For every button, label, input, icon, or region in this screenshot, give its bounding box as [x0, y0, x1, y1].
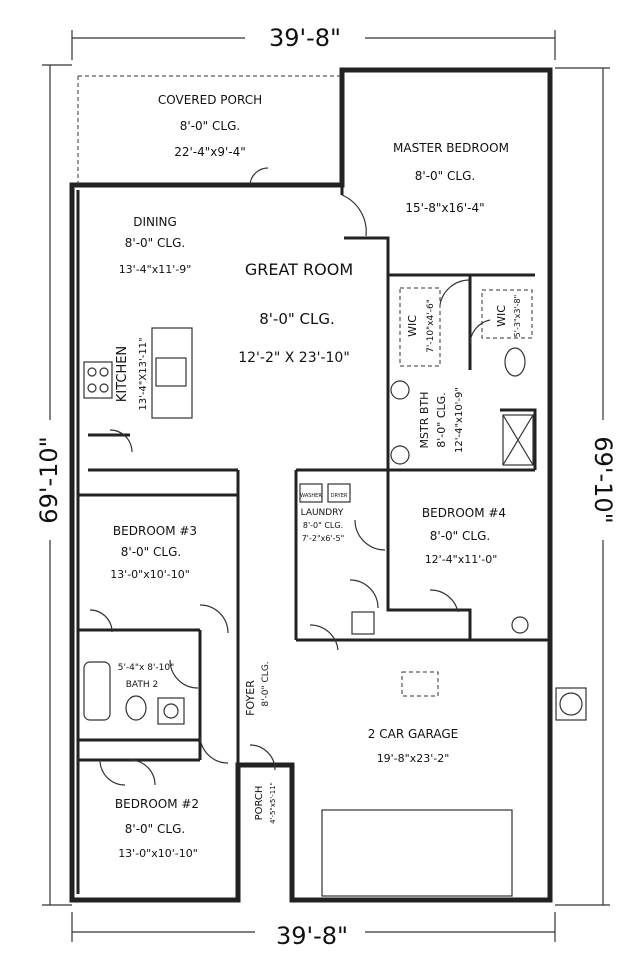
water-heater [351, 611, 375, 635]
covered-porch-ceiling: 8'-0" CLG. [180, 119, 240, 133]
room-laundry: WASHER DRYER LAUNDRY 8'-0" CLG. 7'-2"x6'… [300, 493, 348, 543]
kitchen-size: 13'-4"X13'-11" [138, 337, 149, 410]
foyer-name: FOYER [244, 680, 257, 716]
wic-1-size: 7'-10"x4'-6" [426, 299, 436, 353]
closet-wic-1 [399, 287, 441, 367]
dryer-icon [327, 483, 351, 503]
foyer-ceiling: 8'-0" CLG. [261, 661, 271, 706]
dining-size: 13'-4"x11'-9" [119, 263, 192, 276]
great-room-name: GREAT ROOM [245, 260, 353, 279]
wic-2-size: 5'-3"x3'-8" [513, 295, 522, 338]
great-room-size: 12'-2" X 23'-10" [238, 350, 350, 366]
interior-walls [78, 185, 550, 900]
dimension-left: 69'-10" [35, 436, 63, 523]
master-sink-2 [390, 445, 410, 465]
room-garage: 2 CAR GARAGE 19'-8"x23'-2" [368, 727, 458, 765]
bedroom-4-ceiling: 8'-0" CLG. [430, 529, 490, 543]
master-toilet [504, 347, 526, 377]
cooktop [83, 361, 113, 399]
laundry-ceiling: 8'-0" CLG. [303, 521, 343, 530]
garage-door [321, 809, 513, 897]
exterior-walls [69, 67, 553, 903]
bath-2-name: BATH 2 [126, 680, 158, 690]
room-bath-2: 5'-4"x 8'-10" BATH 2 [118, 663, 175, 690]
room-master-bath: MSTR BTH 8'-0" CLG. 12'-4"x10'-9" [418, 387, 465, 453]
bedroom-4-name: BEDROOM #4 [422, 506, 506, 520]
bedroom-3-name: BEDROOM #3 [113, 524, 197, 538]
master-bath-ceiling: 8'-0" CLG. [435, 392, 448, 447]
kitchen-sink [155, 357, 187, 387]
bedroom-3-size: 13'-0"x10'-10" [110, 568, 190, 581]
dining-ceiling: 8'-0" CLG. [125, 236, 185, 250]
dimension-bottom: 39'-8" [276, 922, 348, 950]
dining-name: DINING [133, 215, 177, 229]
washer-label: WASHER [300, 493, 322, 499]
bath2-tub [83, 661, 111, 721]
room-kitchen: KITCHEN 13'-4"X13'-11" [115, 337, 149, 410]
master-sink-1 [390, 380, 410, 400]
doors [89, 167, 491, 786]
covered-porch-size: 22'-4"x9'-4" [174, 145, 246, 159]
garage-name: 2 CAR GARAGE [368, 727, 458, 741]
room-wic-2: WIC 5'-3"x3'-8" [495, 295, 522, 338]
great-room-ceiling: 8'-0" CLG. [259, 310, 335, 328]
wic-1-name: WIC [406, 315, 419, 337]
wic-2-name: WIC [495, 305, 508, 327]
master-bath-name: MSTR BTH [418, 392, 431, 449]
bedroom-3-ceiling: 8'-0" CLG. [121, 545, 181, 559]
covered-porch-name: COVERED PORCH [158, 93, 262, 107]
dryer-label: DRYER [331, 493, 348, 499]
closet-wic-2 [481, 289, 533, 339]
room-great-room: GREAT ROOM 8'-0" CLG. 12'-2" X 23'-10" [238, 260, 353, 366]
kitchen-name: KITCHEN [115, 346, 130, 402]
room-porch: PORCH 4'-5"x5'-11" [254, 782, 277, 824]
room-dining: DINING 8'-0" CLG. 13'-4"x11'-9" [119, 215, 192, 276]
room-master-bedroom: MASTER BEDROOM 8'-0" CLG. 15'-8"x16'-4" [393, 141, 509, 215]
master-bedroom-name: MASTER BEDROOM [393, 141, 509, 155]
dimension-top: 39'-8" [269, 24, 341, 52]
fixtures [83, 287, 587, 897]
room-bedroom-4: BEDROOM #4 8'-0" CLG. 12'-4"x11'-0" [422, 506, 506, 566]
laundry-name: LAUNDRY [301, 508, 344, 518]
bath2-toilet [125, 695, 147, 721]
bath-2-size: 5'-4"x 8'-10" [118, 663, 175, 673]
bedroom-2-size: 13'-0"x10'-10" [118, 847, 198, 860]
master-bedroom-size: 15'-8"x16'-4" [405, 201, 484, 215]
laundry-size: 7'-2"x6'-5" [302, 534, 345, 543]
master-bedroom-ceiling: 8'-0" CLG. [415, 169, 475, 183]
room-wic-1: WIC 7'-10"x4'-6" [406, 299, 436, 353]
dimension-right: 69'-10" [589, 436, 617, 523]
room-bedroom-2: BEDROOM #2 8'-0" CLG. 13'-0"x10'-10" [115, 797, 199, 860]
room-bedroom-3: BEDROOM #3 8'-0" CLG. 13'-0"x10'-10" [110, 524, 197, 581]
bedroom-4-size: 12'-4"x11'-0" [425, 553, 498, 566]
room-foyer: FOYER 8'-0" CLG. [244, 661, 271, 716]
bedroom-2-name: BEDROOM #2 [115, 797, 199, 811]
bedroom-2-ceiling: 8'-0" CLG. [125, 822, 185, 836]
garage-size: 19'-8"x23'-2" [377, 752, 450, 765]
master-bath-size: 12'-4"x10'-9" [454, 387, 465, 453]
porch-name: PORCH [254, 786, 265, 821]
room-covered-porch: COVERED PORCH 8'-0" CLG. 22'-4"x9'-4" [158, 93, 262, 159]
porch-size: 4'-5"x5'-11" [269, 782, 277, 824]
washer-icon [299, 483, 323, 503]
attic-access [401, 671, 439, 697]
